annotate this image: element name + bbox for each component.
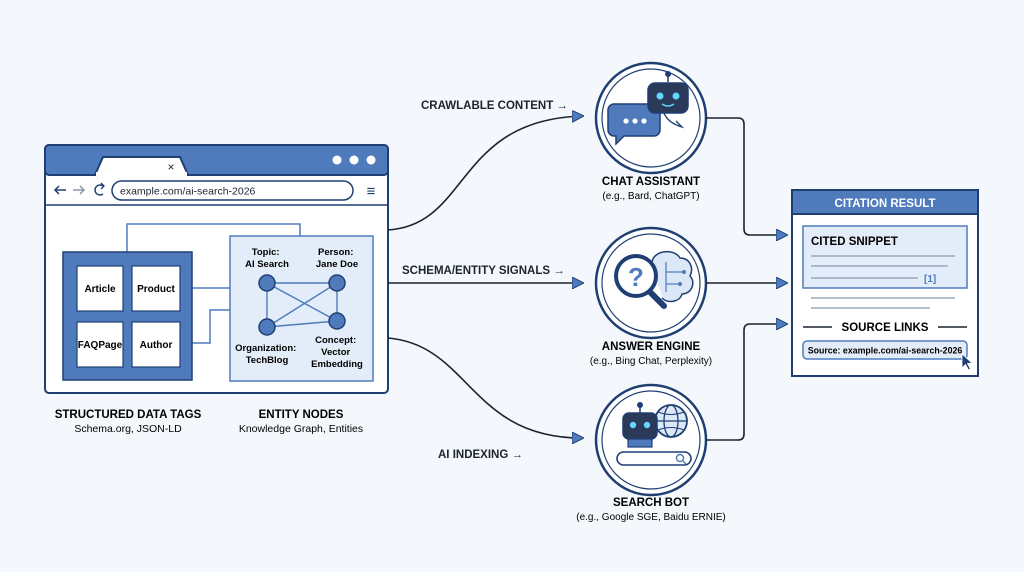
search-bot-node[interactable] — [594, 383, 708, 497]
entity-nodes-panel — [229, 235, 374, 382]
entity-label-concept: Concept: Vector Embedding — [311, 335, 363, 370]
entity-node-topic[interactable] — [258, 274, 276, 292]
entity-nodes-caption-title: ENTITY NODES — [259, 409, 344, 421]
brain-icon — [651, 250, 694, 303]
flow-label-schema: SCHEMA/ENTITY SIGNALS → — [402, 265, 565, 277]
entity-nodes-caption-sub: Knowledge Graph, Entities — [239, 423, 363, 435]
window-dot-icon[interactable] — [366, 155, 376, 165]
search-bot-title: SEARCH BOT — [613, 497, 689, 509]
entity-node-organization[interactable] — [258, 318, 276, 336]
tag-article[interactable]: Article — [76, 265, 124, 312]
entity-label-person: Person: Jane Doe — [316, 247, 358, 270]
flow-label-crawlable: CRAWLABLE CONTENT → — [421, 100, 568, 112]
window-dot-icon[interactable] — [332, 155, 342, 165]
chat-to-citation-line — [706, 117, 786, 235]
answer-engine-sub: (e.g., Bing Chat, Perplexity) — [590, 356, 712, 367]
citation-header: CITATION RESULT — [835, 198, 936, 210]
tag-author[interactable]: Author — [131, 321, 181, 368]
tag-label: Author — [140, 340, 173, 351]
cursor-icon — [961, 353, 973, 371]
search-bar-icon — [616, 451, 692, 466]
window-dot-icon[interactable] — [349, 155, 359, 165]
svg-text:?: ? — [628, 262, 644, 292]
robot-head-icon — [647, 71, 689, 129]
browser-window: × example.com/ai-search-2026 ≡ — [44, 144, 389, 394]
entity-node-concept[interactable] — [328, 312, 346, 330]
url-bar[interactable] — [111, 180, 354, 201]
tag-label: Product — [137, 284, 175, 295]
entity-label-topic: Topic: AI Search — [245, 247, 289, 270]
citation-reference-mark[interactable]: [1] — [924, 274, 936, 285]
menu-icon[interactable]: ≡ — [367, 183, 376, 200]
tag-product[interactable]: Product — [131, 265, 181, 312]
flow-crawlable-line — [387, 116, 582, 231]
answer-engine-node[interactable]: ? — [594, 226, 708, 340]
tag-label: FAQPage — [78, 340, 123, 351]
bot-to-citation-line — [706, 324, 786, 441]
chat-assistant-title: CHAT ASSISTANT — [602, 176, 700, 188]
entity-node-person[interactable] — [328, 274, 346, 292]
tag-faqpage[interactable]: FAQPage — [76, 321, 124, 368]
globe-icon — [654, 404, 688, 438]
structured-data-caption-sub: Schema.org, JSON-LD — [74, 423, 182, 435]
search-bot-sub: (e.g., Google SGE, Baidu ERNIE) — [576, 512, 726, 523]
source-link-text: Source: example.com/ai-search-2026 — [808, 346, 963, 356]
magnifier-question-icon: ? — [614, 254, 667, 309]
url-text: example.com/ai-search-2026 — [120, 186, 256, 198]
tag-label: Article — [84, 284, 116, 295]
source-links-title: SOURCE LINKS — [842, 322, 929, 334]
source-link[interactable] — [802, 340, 968, 360]
chat-assistant-node[interactable] — [594, 61, 708, 175]
entity-label-organization: Organization: TechBlog — [235, 343, 299, 366]
chat-assistant-sub: (e.g., Bard, ChatGPT) — [602, 191, 699, 202]
robot-icon — [622, 402, 658, 448]
flow-indexing-line — [387, 337, 582, 438]
flow-label-indexing: AI INDEXING → — [438, 449, 523, 461]
reload-icon[interactable] — [94, 182, 105, 196]
structured-data-caption-title: STRUCTURED DATA TAGS — [55, 409, 202, 421]
answer-engine-title: ANSWER ENGINE — [602, 341, 701, 353]
tab-close-icon[interactable]: × — [167, 160, 174, 174]
citation-result-card: CITATION RESULT CITED SNIPPET [1] SOURCE… — [791, 189, 979, 377]
forward-arrow-icon[interactable] — [73, 185, 86, 195]
entity-graph — [258, 274, 346, 336]
cited-snippet-title: CITED SNIPPET — [811, 236, 898, 248]
back-arrow-icon[interactable] — [53, 185, 66, 195]
